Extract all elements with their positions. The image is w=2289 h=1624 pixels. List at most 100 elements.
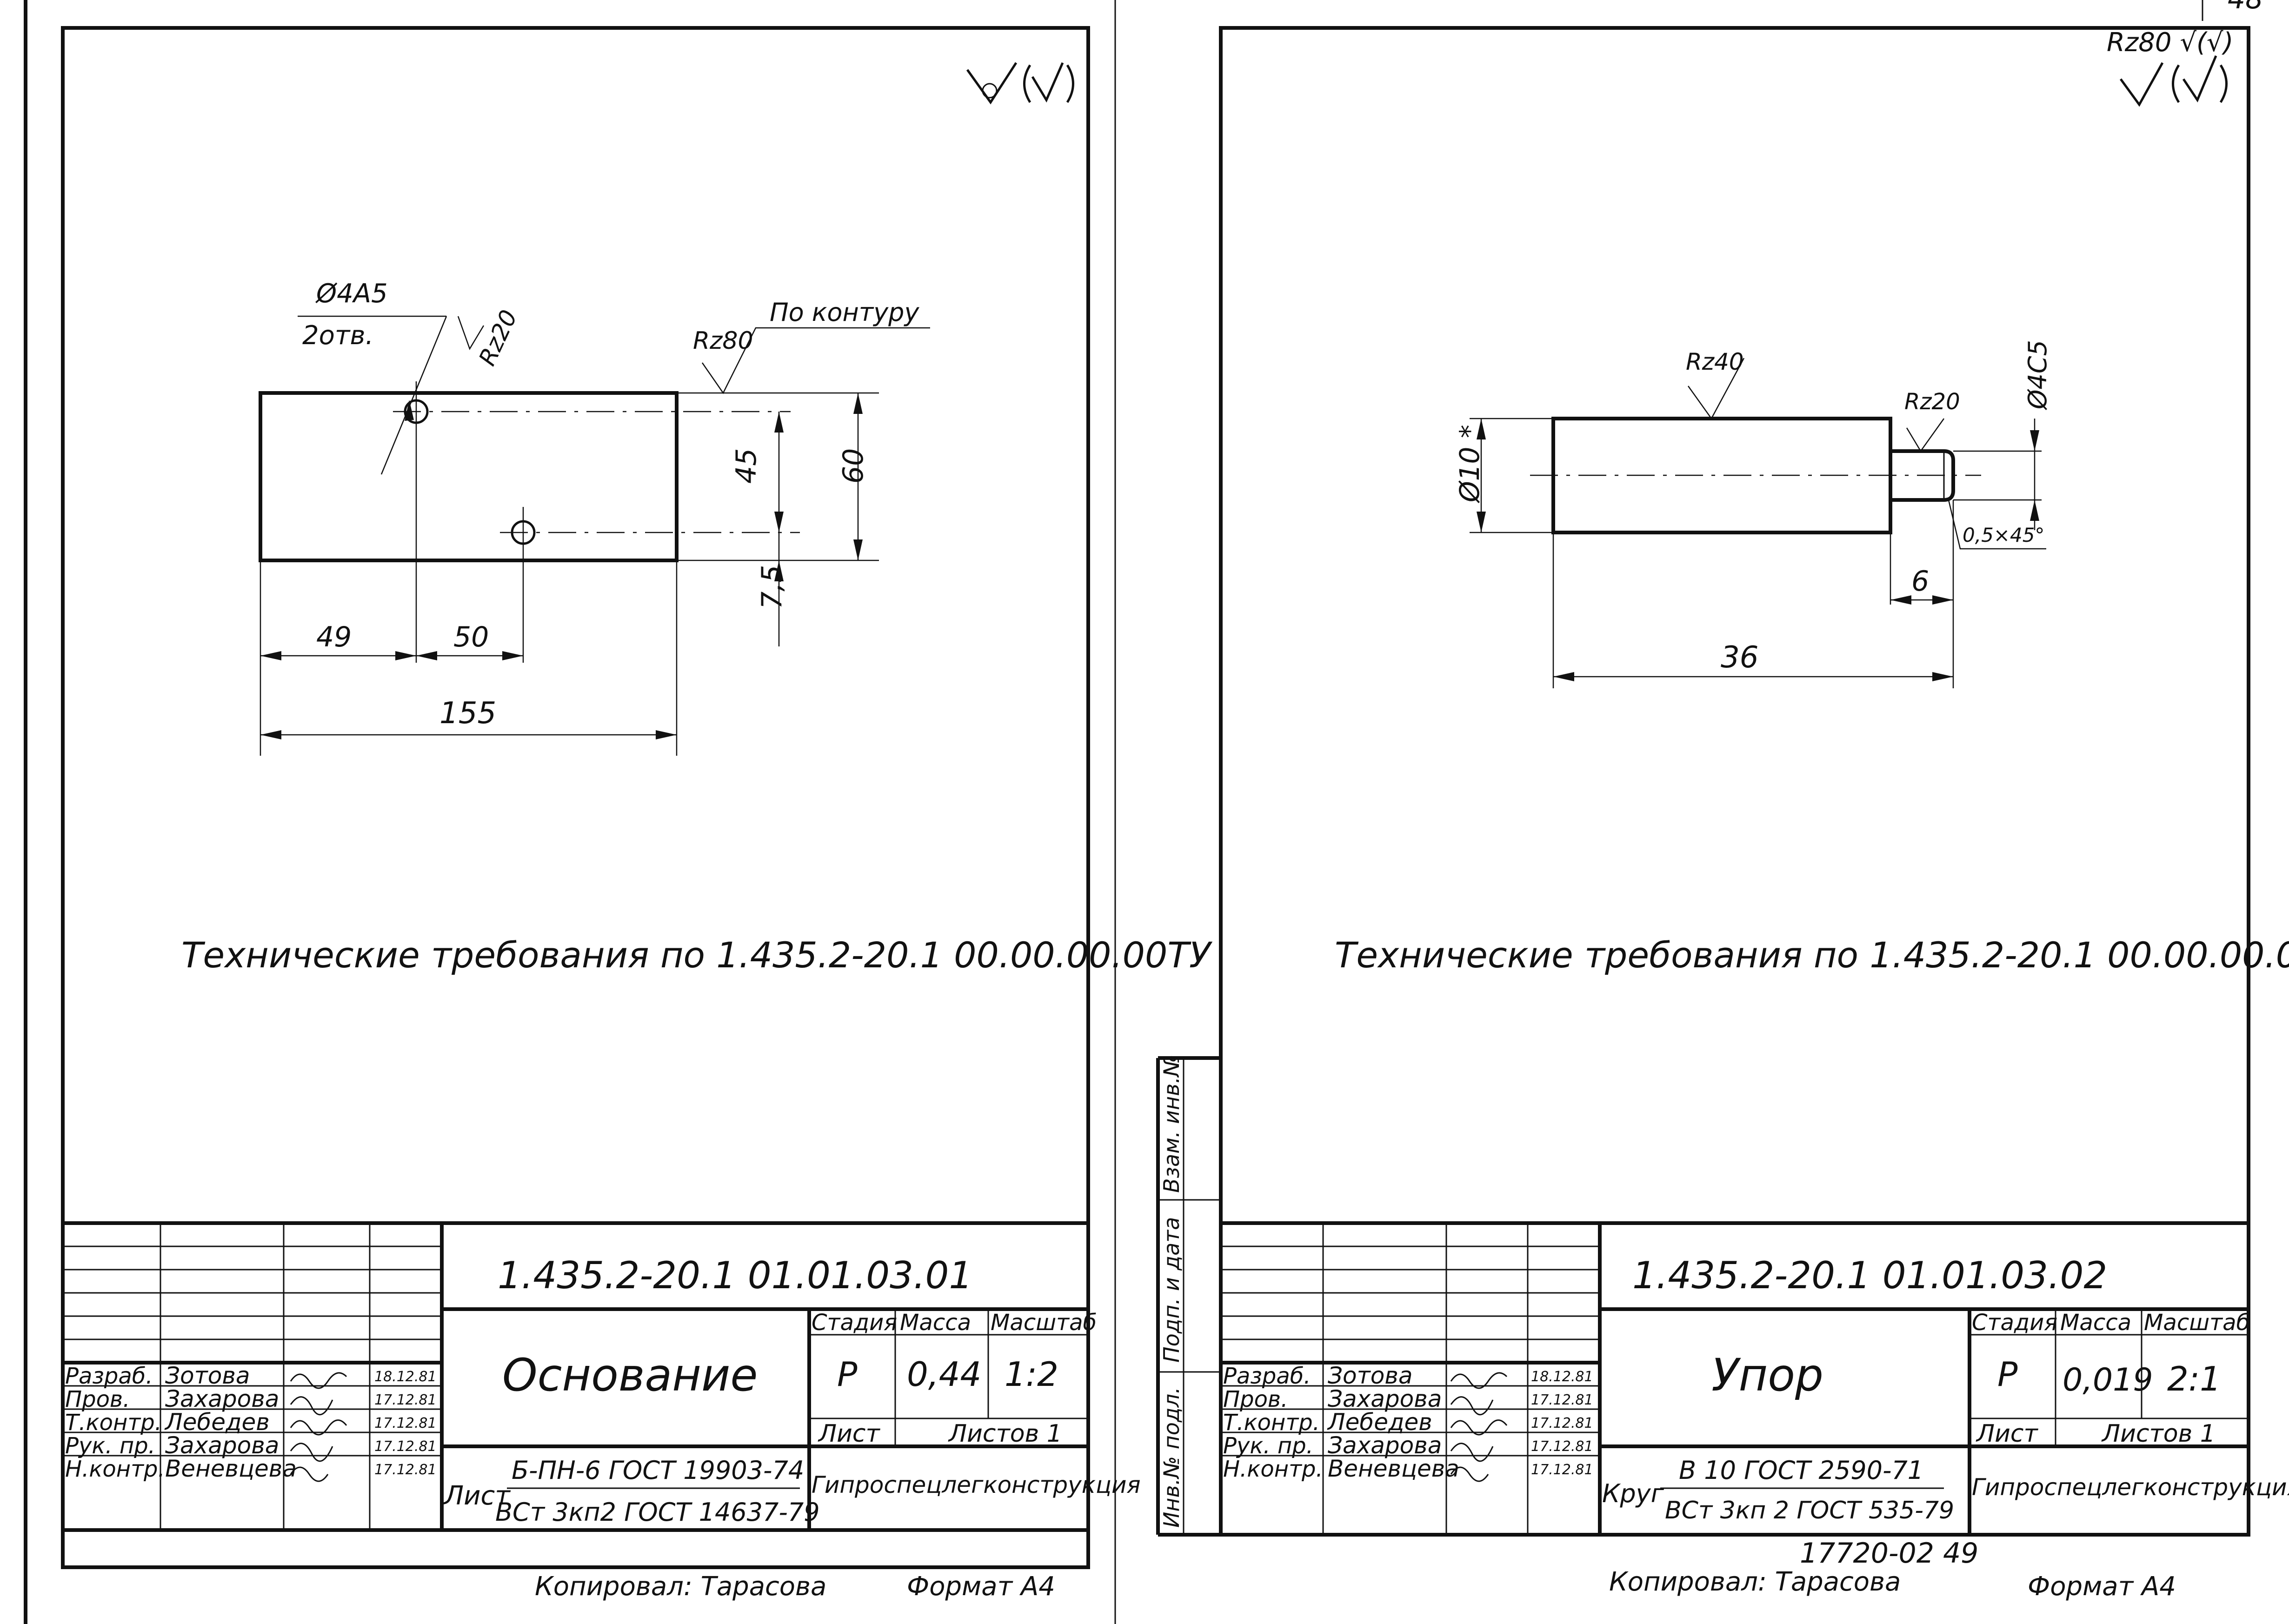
contour-roughness-note: По контуру (770, 298, 919, 327)
pin-dia-arrow-bottom (2030, 500, 2039, 521)
right-name-3: Лебедев (1327, 1409, 1432, 1436)
offset-arrow (774, 560, 784, 581)
right-roughness-symbol (2119, 55, 2228, 107)
right-archive-number: 17720-02 49 (1800, 1537, 1978, 1570)
hole-callout-leader (380, 316, 447, 475)
pin-len-arrow-right (1932, 595, 1953, 605)
right-name-1: Зотова (1328, 1362, 1412, 1389)
length-arrow-left (260, 730, 281, 739)
right-part-name: Упор (1711, 1349, 1823, 1401)
left-role-5: Н.контр. (65, 1456, 165, 1482)
right-tech-requirements: Технические требования по 1.435.2-20.1 0… (1335, 934, 2289, 976)
right-role-4: Рук. пр. (1223, 1433, 1313, 1459)
hole-callout-arrow (405, 400, 414, 421)
height-arrow-bottom (853, 539, 863, 560)
right-title-block (1221, 1221, 2249, 1535)
hole-count-label: 2отв. (302, 320, 373, 351)
side-label-signature-date: Подп. и дата (1159, 1217, 1184, 1363)
pitch-arrow-left (260, 651, 281, 660)
spacing-arrow-top (774, 412, 784, 433)
left-organization: Гипроспецлегконструкция (812, 1471, 1141, 1498)
right-date-5: 17.12.81 (1531, 1462, 1593, 1478)
left-name-2: Захарова (165, 1385, 279, 1412)
page-number: 48 (2228, 0, 2263, 15)
pin-roughness-label: Rz20 (1904, 389, 1960, 415)
right-sheets-count: Листов 1 (2101, 1420, 2216, 1448)
left-sheets-count: Листов 1 (948, 1420, 1062, 1448)
right-signatures (1450, 1372, 1508, 1482)
length-arrow-right (656, 730, 677, 739)
base-plate-outline (259, 391, 679, 562)
right-drawing-sheet: Взам. инв.№ Подп. и дата Инв.№ подл. Rz8… (1156, 26, 2289, 1602)
right-mass-header: Масса (2060, 1310, 2131, 1336)
hole-size-label: Ø4A5 (315, 279, 388, 309)
pin-len-arrow-left (1890, 595, 1911, 605)
left-name-3: Лебедев (164, 1409, 270, 1436)
chamfer-label: 0,5×45° (1963, 524, 2044, 546)
pitch-arrow-right (502, 651, 523, 660)
left-tech-requirements: Технические требования по 1.435.2-20.1 0… (181, 934, 1213, 976)
left-name-4: Захарова (165, 1432, 279, 1459)
body-roughness-callout: Rz40 (1686, 348, 1745, 420)
left-copied-by: Копировал: Тарасова (535, 1571, 826, 1602)
right-name-4: Захарова (1328, 1432, 1442, 1459)
total-len-arrow-right (1932, 672, 1953, 681)
left-roughness-symbol (966, 62, 1074, 105)
dim-155: 155 (439, 696, 496, 731)
left-material-top: Б-ПН-6 ГОСТ 19903-74 (512, 1456, 804, 1485)
dim-50: 50 (453, 621, 489, 653)
left-name-1: Зотова (165, 1362, 250, 1389)
right-role-5: Н.контр. (1223, 1456, 1323, 1482)
right-scale-value: 2:1 (2167, 1359, 2221, 1398)
right-stage-value: Р (1997, 1355, 2018, 1394)
right-mass-value: 0,019 (2063, 1362, 2153, 1398)
right-format: Формат А4 (2028, 1571, 2176, 1602)
contour-roughness-callout: Rz80 По контуру (693, 298, 930, 394)
body-roughness-label: Rz40 (1686, 348, 1744, 375)
spacing-arrow-bottom (774, 512, 784, 532)
left-role-3: Т.контр. (65, 1410, 162, 1436)
left-stage-value: Р (837, 1355, 858, 1394)
dim-60: 60 (837, 448, 870, 484)
right-role-1: Разраб. (1223, 1363, 1311, 1389)
body-dia-arrow-bottom (1477, 512, 1486, 532)
height-arrow-top (853, 393, 863, 414)
right-side-strip (1156, 1056, 1221, 1537)
contour-roughness-value: Rz80 (693, 327, 753, 355)
left-frame (61, 26, 1090, 1569)
left-role-1: Разраб. (65, 1363, 153, 1389)
right-sheet-label: Лист (1976, 1420, 2038, 1448)
left-scale-header: Масштаб (991, 1310, 1097, 1336)
hole-roughness-label: Rz20 (473, 306, 522, 370)
right-frame (1219, 26, 2250, 1537)
dim-49: 49 (316, 621, 352, 653)
right-name-2: Захарова (1328, 1385, 1442, 1412)
total-len-arrow-left (1553, 672, 1574, 681)
left-role-4: Рук. пр. (65, 1433, 155, 1459)
pitch-arrow-mid-right (416, 651, 437, 660)
left-signatures (290, 1372, 347, 1482)
left-role-2: Пров. (65, 1386, 130, 1412)
dim-45: 45 (730, 448, 763, 484)
right-material-top: В 10 ГОСТ 2590-71 (1679, 1456, 1923, 1485)
chamfer-leader (1948, 499, 2046, 550)
total-length-label: 36 (1721, 640, 1758, 675)
right-date-2: 17.12.81 (1531, 1392, 1593, 1408)
right-scale-header: Масштаб (2144, 1310, 2250, 1336)
left-designation: 1.435.2-20.1 01.01.03.01 (498, 1254, 972, 1297)
right-date-3: 17.12.81 (1531, 1415, 1593, 1431)
right-date-4: 17.12.81 (1531, 1438, 1593, 1455)
body-dia-arrow-top (1477, 419, 1486, 439)
right-roughness-value: Rz80 √(√) (2107, 27, 2233, 58)
left-date-3: 17.12.81 (374, 1415, 437, 1431)
hole-roughness-callout: Rz20 (457, 306, 523, 370)
left-scale-value: 1:2 (1005, 1355, 1058, 1394)
left-part-name: Основание (502, 1349, 758, 1401)
dim-7-5: 7,5 (756, 565, 788, 609)
left-format: Формат А4 (907, 1571, 1055, 1602)
right-role-3: Т.контр. (1223, 1410, 1320, 1436)
left-date-2: 17.12.81 (374, 1392, 437, 1408)
pitch-arrow-mid-left (395, 651, 416, 660)
left-mass-header: Масса (900, 1310, 971, 1336)
left-date-4: 17.12.81 (374, 1438, 437, 1455)
